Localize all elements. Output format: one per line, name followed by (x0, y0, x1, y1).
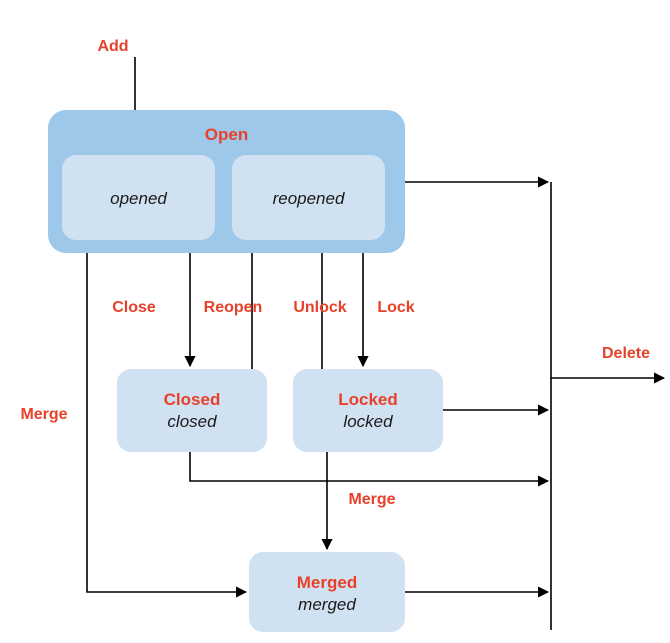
state-locked-subtitle: locked (343, 412, 393, 431)
state-closed-subtitle: closed (167, 412, 217, 431)
edge-closed-to-bus (189, 452, 550, 487)
edge-label-lock: Lock (377, 299, 414, 316)
state-opened[interactable] (62, 155, 215, 240)
edge-label-add: Add (97, 38, 128, 55)
edge-label-merge-left: Merge (20, 406, 67, 423)
edge-label-reopen: Reopen (204, 299, 263, 316)
edge-label-merge-bottom: Merge (348, 491, 395, 508)
group-open-label: Open (205, 125, 248, 144)
state-merged[interactable] (249, 552, 405, 632)
state-merged-subtitle: merged (298, 595, 356, 614)
edge-merge-left (86, 253, 248, 598)
state-reopened[interactable] (232, 155, 385, 240)
state-reopened-subtitle: reopened (273, 189, 345, 208)
edge-label-unlock: Unlock (293, 299, 346, 316)
state-locked-title: Locked (338, 390, 398, 409)
state-merged-title: Merged (297, 573, 357, 592)
state-closed[interactable] (117, 369, 267, 452)
state-locked[interactable] (293, 369, 443, 452)
edge-label-close: Close (112, 299, 156, 316)
edge-label-delete: Delete (602, 345, 650, 362)
state-opened-subtitle: opened (110, 189, 167, 208)
state-closed-title: Closed (164, 390, 221, 409)
